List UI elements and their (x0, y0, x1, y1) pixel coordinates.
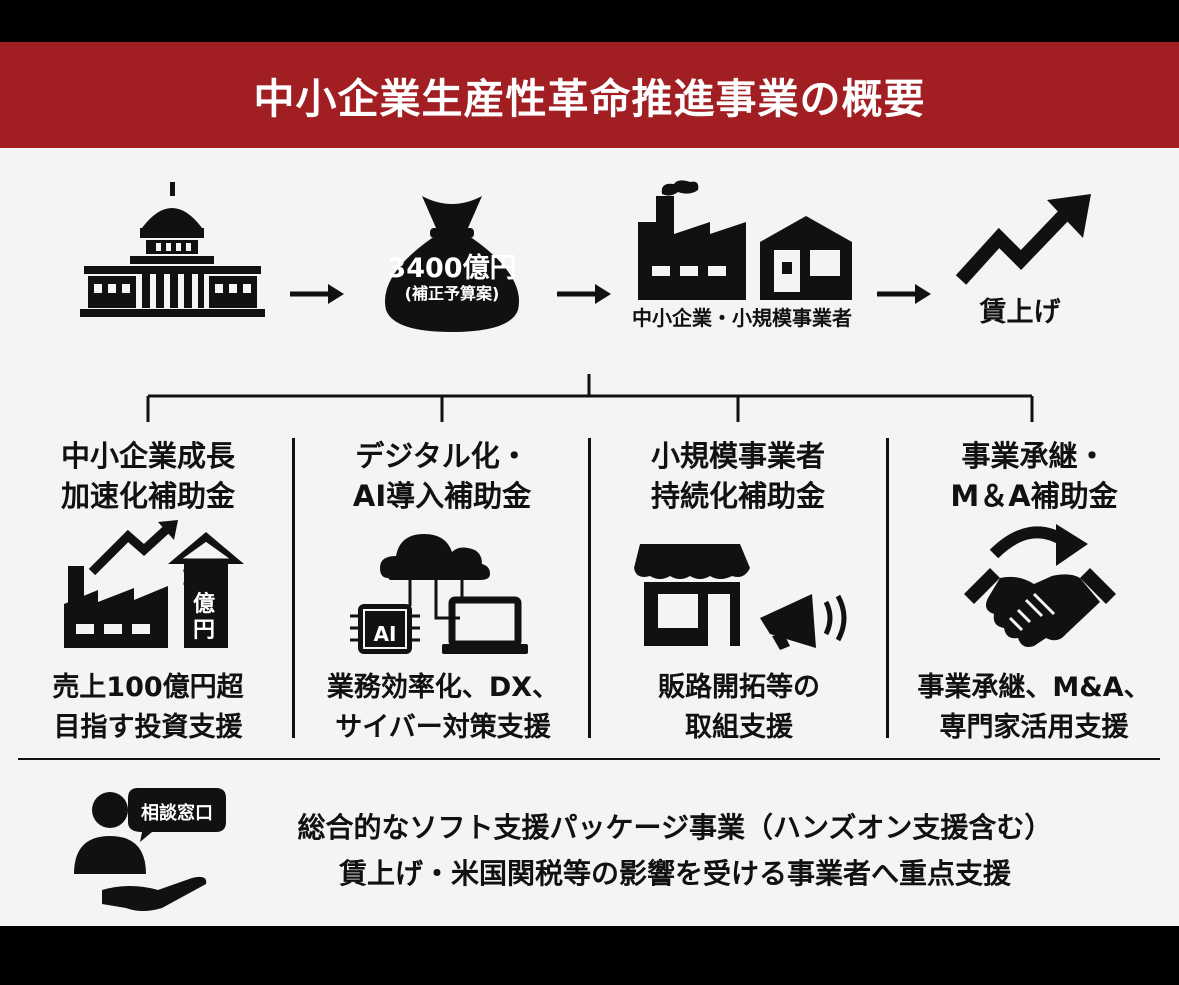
money-bag-icon (384, 196, 520, 332)
factory-growth-icon (64, 520, 244, 648)
factory-and-shop-icon (638, 180, 852, 300)
rising-trend-arrow-icon (955, 194, 1091, 285)
program-description: 業務効率化、DX、サイバー対策支援 (326, 672, 560, 743)
program-description: 販路開拓等の取組支援 (658, 672, 820, 743)
handshake-icon (964, 524, 1116, 647)
flow-arrow-icon (877, 284, 931, 304)
shop-megaphone-icon (634, 544, 847, 650)
page-title: 中小企業生産性革命推進事業の概要 (0, 42, 1179, 148)
program-description: 事業承継、M&A、専門家活用支援 (917, 672, 1151, 743)
support-focus-text: 賃上げ・米国関税等の影響を受ける事業者へ重点支援 (338, 857, 1011, 890)
program-title: 中小企業成長加速化補助金 (60, 439, 235, 513)
column-divider (292, 438, 295, 738)
budget-note: (補正予算案) (404, 284, 500, 303)
program-title: 事業承継・M＆A補助金 (950, 439, 1118, 513)
parliament-building-icon (80, 182, 265, 317)
consultation-label: 相談窓口 (141, 803, 213, 824)
flow-arrow-icon (290, 284, 344, 304)
program-title: 小規模事業者持続化補助金 (650, 439, 825, 513)
consultation-hand-icon (74, 788, 226, 911)
flow-arrow-icon (557, 284, 611, 304)
icon-label-en: 円 (192, 618, 215, 643)
icon-label-oku: 億 (192, 592, 215, 617)
budget-amount: 3400億円 (387, 253, 517, 284)
section-divider (18, 758, 1160, 760)
support-package-text: 総合的なソフト支援パッケージ事業（ハンズオン支援含む） (297, 811, 1053, 844)
smes-label: 中小企業・小規模事業者 (632, 306, 852, 330)
column-divider (886, 438, 889, 738)
column-divider (588, 438, 591, 738)
branch-connector (146, 374, 1034, 422)
icon-label-100: 100 (181, 566, 227, 591)
ai-chip-label: AI (373, 622, 397, 646)
program-description: 売上100億円超目指す投資支援 (52, 672, 244, 743)
program-title: デジタル化・AI導入補助金 (352, 439, 532, 513)
infographic-panel: 中小企業生産性革命推進事業の概要 (0, 42, 1179, 926)
cloud-ai-network-icon (350, 534, 528, 654)
wage-increase-label: 賃上げ (979, 297, 1061, 328)
